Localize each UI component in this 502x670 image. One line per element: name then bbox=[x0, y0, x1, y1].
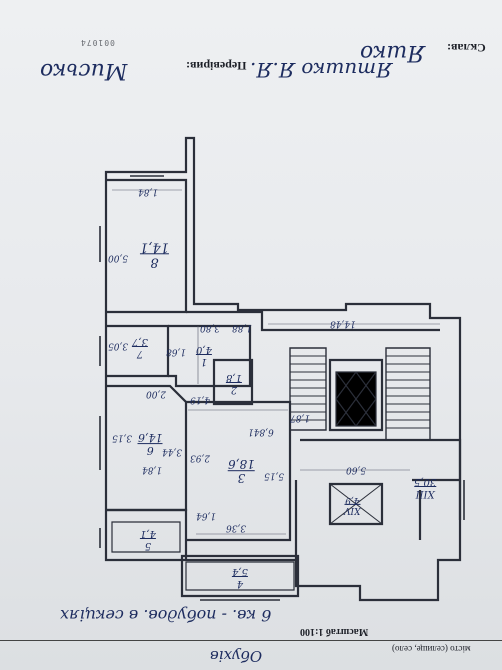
stair-treads bbox=[290, 355, 430, 429]
dim-label: 3,44 bbox=[162, 446, 183, 457]
dim-label: 3,15 bbox=[112, 432, 133, 443]
room-3-label: 3 18,6 bbox=[228, 457, 255, 486]
room-4-label: 4 5,4 bbox=[232, 566, 248, 589]
footer-rule bbox=[0, 640, 502, 641]
windows bbox=[99, 175, 465, 601]
dim-label: 1,88 bbox=[232, 322, 253, 333]
dim-label: 1,64 bbox=[196, 510, 217, 521]
footer-note: 6 кв. - побудов. в секціях bbox=[60, 606, 272, 625]
room-xiv-label: XIV 4,9 bbox=[344, 494, 361, 515]
dim-label: 5,15 bbox=[264, 470, 285, 481]
dim-label: 3,80 bbox=[200, 322, 221, 333]
room-8-label: 8 14,1 bbox=[140, 239, 169, 270]
dim-label: 4,19 bbox=[190, 394, 211, 405]
place-value: Обухів bbox=[210, 647, 263, 665]
dim-label: 1,84 bbox=[142, 464, 163, 475]
dim-label: 3,36 bbox=[226, 522, 247, 533]
dim-label: 5,00 bbox=[108, 252, 129, 263]
scale-label: Масштаб 1:100 bbox=[300, 626, 369, 637]
place-label: місто (селище, село) bbox=[392, 644, 471, 654]
dim-label: 1,68 bbox=[166, 346, 187, 357]
dim-label: 6,841 bbox=[248, 426, 274, 437]
dim-label: 2,00 bbox=[146, 388, 167, 399]
plan-walls bbox=[104, 136, 462, 602]
room-xiii-label: XIII 30,5 bbox=[414, 476, 437, 499]
room-7-label: 7 3,7 bbox=[132, 336, 148, 359]
dim-label: 2,93 bbox=[190, 452, 211, 463]
dim-label: 14,48 bbox=[330, 318, 356, 329]
room-6-label: 6 14,6 bbox=[138, 431, 163, 458]
dimension-lines bbox=[112, 189, 440, 535]
room-1-label: 1 4,0 bbox=[196, 344, 212, 367]
room-5-label: 5 4,1 bbox=[140, 528, 156, 551]
dim-label: 3,05 bbox=[108, 340, 129, 351]
dim-label: 1,87 bbox=[290, 412, 311, 423]
room-2-label: 2 1,8 bbox=[226, 372, 242, 395]
shaft-xiv bbox=[329, 483, 383, 525]
dim-label: 1,84 bbox=[138, 186, 159, 197]
dim-label: 5,60 bbox=[346, 464, 367, 475]
elevator-shaft bbox=[335, 371, 377, 427]
